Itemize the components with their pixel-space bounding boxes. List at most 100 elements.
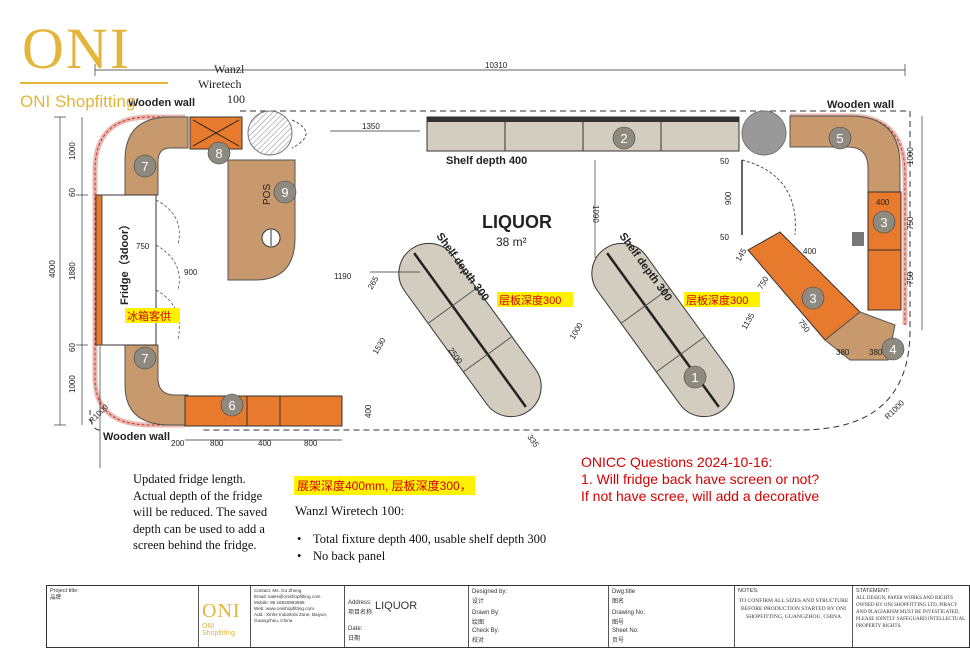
wanzl-label-1: Wanzl xyxy=(214,62,245,76)
svg-text:3: 3 xyxy=(880,215,887,230)
svg-text:1000: 1000 xyxy=(68,142,77,160)
svg-text:1880: 1880 xyxy=(68,262,77,280)
tb-project: Project title: 品牌 xyxy=(47,586,199,647)
svg-text:6: 6 xyxy=(228,398,235,413)
svg-text:1000: 1000 xyxy=(906,147,915,165)
question-title: ONICC Questions 2024-10-16: xyxy=(581,454,773,470)
tb-address-cn: 项目名称 xyxy=(348,610,373,616)
wooden-wall-tr-label: Wooden wall xyxy=(827,99,894,111)
svg-text:400: 400 xyxy=(803,247,817,256)
tb-drawing-no-label: Drawing No: xyxy=(612,610,646,616)
svg-text:50: 50 xyxy=(720,233,729,242)
svg-text:1: 1 xyxy=(691,370,698,385)
tb-designed-label: Designed by: xyxy=(472,589,508,595)
shelf-top-label: Shelf depth 400 xyxy=(446,155,527,167)
tb-drawing-no-cn: 图号 xyxy=(612,620,625,626)
wooden-wall-tl-label: Wooden wall xyxy=(128,97,195,109)
svg-text:1530: 1530 xyxy=(371,336,388,356)
cn-shelf-1-highlight xyxy=(497,292,573,307)
tb-sheet-no-label: Sheet No: xyxy=(612,628,639,634)
cn-highlight-note: 展架深度400mm, 层板深度300， xyxy=(294,476,475,495)
tb-notes-text: TO CONFIRM ALL SIZES AND STRUCTURE BEFOR… xyxy=(738,598,849,620)
fridge-door-swings xyxy=(155,199,180,341)
fridge-panel xyxy=(95,194,103,346)
cn-shelf-1: 层板深度300 xyxy=(499,293,561,307)
svg-text:9: 9 xyxy=(281,185,288,200)
cn-shelf-2: 层板深度300 xyxy=(686,293,748,307)
svg-text:900: 900 xyxy=(184,268,198,277)
oni-questions: ONICC Questions 2024-10-16: 1. Will frid… xyxy=(581,454,819,505)
svg-text:1350: 1350 xyxy=(362,122,380,131)
tb-project-cn: 品牌 xyxy=(50,595,62,601)
svg-text:200: 200 xyxy=(171,439,185,448)
spec-item: Total fixture depth 400, usable shelf de… xyxy=(297,531,546,548)
room-boundary xyxy=(89,110,911,431)
svg-text:335: 335 xyxy=(525,433,540,450)
gondola-left xyxy=(398,242,542,418)
svg-text:1000: 1000 xyxy=(68,375,77,393)
room-area: 38 m² xyxy=(496,235,527,249)
tb-statement: STATEMENT: ALL DESIGN, PAPER WORKS AND R… xyxy=(853,586,969,647)
svg-text:1090: 1090 xyxy=(591,205,600,223)
spec-item: No back panel xyxy=(297,548,546,565)
wooden-wall-left xyxy=(92,114,185,428)
fridge-label: Fridge（3door） xyxy=(118,219,131,305)
svg-text:7: 7 xyxy=(141,159,148,174)
svg-text:60: 60 xyxy=(68,343,77,352)
svg-text:3: 3 xyxy=(809,291,816,306)
svg-text:4: 4 xyxy=(889,342,896,357)
tb-project-label: Project title: xyxy=(50,588,79,594)
svg-text:145: 145 xyxy=(734,246,749,263)
question-2: If not have scree, will add a decorative xyxy=(581,488,820,504)
tb-address: Address: 项目名称 LIQUOR Date: 日期 xyxy=(345,586,469,647)
tb-contact: Contact: Ms. Gu Zheng Email: sales@onish… xyxy=(251,586,345,647)
wanzl-label-2: Wiretech xyxy=(198,77,242,91)
tb-drawn-label: Drawn By: xyxy=(472,610,500,616)
tb-dwg-label: Dwg.title xyxy=(612,589,636,595)
svg-text:400: 400 xyxy=(364,404,373,418)
tb-address-value: LIQUOR xyxy=(375,600,418,612)
svg-text:4000: 4000 xyxy=(48,260,57,278)
svg-text:265: 265 xyxy=(366,274,381,291)
tb-contact-line: Guangzhou, China xyxy=(254,618,293,623)
tb-logo: ONI xyxy=(202,600,241,622)
svg-text:750: 750 xyxy=(136,242,150,251)
tb-drawn-cn: 绘图 xyxy=(472,620,485,626)
tb-date-label: Date: xyxy=(348,626,363,632)
markers: 1 2 3 3 4 5 6 7 7 8 9 xyxy=(133,126,905,417)
tb-statement-text: ALL DESIGN, PAPER WORKS AND RIGHTS OWNED… xyxy=(856,596,965,629)
fridge-note: Updated fridge length. Actual depth of t… xyxy=(133,472,268,552)
gondola-right xyxy=(591,242,735,418)
svg-text:750: 750 xyxy=(756,274,771,291)
logo-underline xyxy=(20,82,168,84)
svg-text:50: 50 xyxy=(720,157,729,166)
title-block: Project title: 品牌 ONI ONI Shopfitting Co… xyxy=(46,585,970,648)
column-hatched xyxy=(247,110,293,156)
tb-contact-line: Web: www.onishopfitting.com xyxy=(254,606,314,611)
dimension-lines xyxy=(54,64,923,441)
svg-text:5: 5 xyxy=(836,131,843,146)
pos-label: POS xyxy=(262,184,273,205)
wood-counter-right-5 xyxy=(789,115,901,193)
wood-counter-top-left xyxy=(124,116,189,196)
tb-check-cn: 校对 xyxy=(472,638,485,644)
wooden-wall-bl-label: Wooden wall xyxy=(103,431,170,443)
question-1: 1. Will fridge back have screen or not? xyxy=(581,471,820,487)
spec-title: Wanzl Wiretech 100: xyxy=(295,503,405,518)
column-top-right xyxy=(741,110,787,156)
tb-contact-line: Add.: Xinhe Industrial Zone, Baiyun, xyxy=(254,612,328,617)
tb-dwg-cn: 图名 xyxy=(612,599,625,605)
svg-text:400: 400 xyxy=(876,198,890,207)
svg-text:8: 8 xyxy=(215,146,222,161)
svg-text:60: 60 xyxy=(68,188,77,197)
tb-statement-label: STATEMENT: xyxy=(856,588,890,594)
svg-text:400: 400 xyxy=(258,439,272,448)
svg-text:750: 750 xyxy=(906,271,915,285)
tb-designed-cn: 设计 xyxy=(472,599,485,605)
shelf-top xyxy=(426,116,740,152)
tb-sheet-no-cn: 页号 xyxy=(612,638,625,644)
tb-contact-line: Mobile: 86 18620963596 xyxy=(254,600,305,605)
tb-designers: Designed by: 设计 Drawn By: 绘图 Check By: 校… xyxy=(469,586,609,647)
tb-address-label: Address: xyxy=(348,600,372,606)
cn-shelf-2-highlight xyxy=(684,292,760,307)
